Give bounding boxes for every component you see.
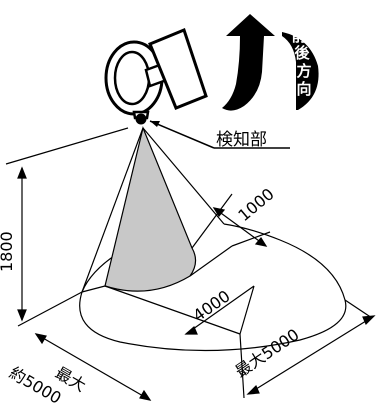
inner-width-dimension bbox=[191, 193, 271, 249]
max-range-left-label-line2: 約5000 bbox=[6, 363, 65, 408]
svg-text:方: 方 bbox=[296, 62, 311, 80]
height-dimension bbox=[5, 127, 129, 327]
detector-callout: 検知部 bbox=[149, 120, 290, 150]
rotation-direction-arrow-icon bbox=[222, 14, 319, 111]
direction-label: 前 後 方 向 bbox=[291, 27, 311, 98]
svg-text:前: 前 bbox=[291, 27, 306, 45]
max-range-right-dimension bbox=[239, 299, 376, 399]
detector-label: 検知部 bbox=[216, 130, 267, 150]
svg-text:向: 向 bbox=[296, 80, 311, 98]
inner-width-label: 1000 bbox=[234, 184, 277, 225]
detection-area bbox=[79, 126, 347, 352]
max-range-left-dimension bbox=[34, 333, 152, 401]
radius-dimension bbox=[184, 285, 255, 335]
sensor-light-fixture bbox=[104, 28, 208, 125]
svg-text:後: 後 bbox=[293, 44, 310, 62]
height-label: 1800 bbox=[0, 231, 16, 272]
radius-label: 4000 bbox=[189, 286, 233, 325]
max-range-right-label: 最大5000 bbox=[232, 325, 303, 381]
